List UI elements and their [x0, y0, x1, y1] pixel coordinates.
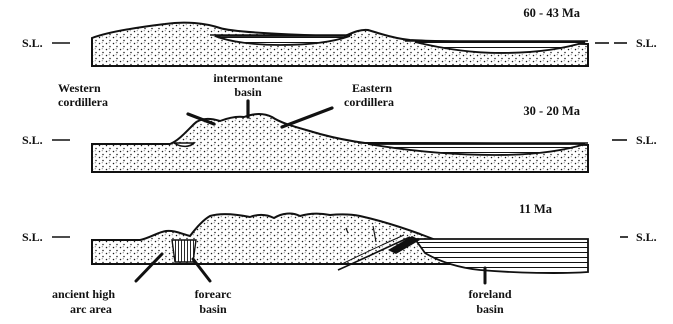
- stage-2-sea-level-left: S.L.: [22, 133, 43, 147]
- label-forearc-basin-2: basin: [199, 302, 227, 316]
- stage-3-sea-level-right: S.L.: [636, 230, 657, 244]
- label-eastern-cordillera-1: Eastern: [352, 81, 392, 95]
- stage-1: 60 - 43 Ma S.L. S.L.: [22, 6, 657, 66]
- stage-2-sea-level-right: S.L.: [636, 133, 657, 147]
- label-intermontane-1: intermontane: [213, 71, 283, 85]
- label-intermontane-2: basin: [234, 85, 262, 99]
- stage-1-sea-level-right: S.L.: [636, 36, 657, 50]
- stage-3-age: 11 Ma: [519, 202, 553, 216]
- stage-3: 11 Ma S.L. S.L. ancient high arc area fo…: [22, 202, 657, 316]
- stage-3-foreland-basin: [415, 239, 588, 273]
- stage-2-age: 30 - 20 Ma: [523, 104, 580, 118]
- label-ancient-high-arc-1: ancient high: [52, 287, 115, 301]
- stage-1-age: 60 - 43 Ma: [523, 6, 580, 20]
- label-western-cordillera-2: cordillera: [58, 95, 108, 109]
- label-ancient-high-arc-2: arc area: [70, 302, 112, 316]
- pointer-eastern-cordillera: [282, 108, 332, 127]
- label-foreland-basin-2: basin: [476, 302, 504, 316]
- label-foreland-basin-1: foreland: [468, 287, 511, 301]
- stage-1-sea-level-left: S.L.: [22, 36, 43, 50]
- stage-2: Western cordillera intermontane basin Ea…: [22, 71, 657, 172]
- label-western-cordillera-1: Western: [58, 81, 101, 95]
- stage-3-sea-level-left: S.L.: [22, 230, 43, 244]
- label-eastern-cordillera-2: cordillera: [344, 95, 394, 109]
- label-forearc-basin-1: forearc: [195, 287, 233, 301]
